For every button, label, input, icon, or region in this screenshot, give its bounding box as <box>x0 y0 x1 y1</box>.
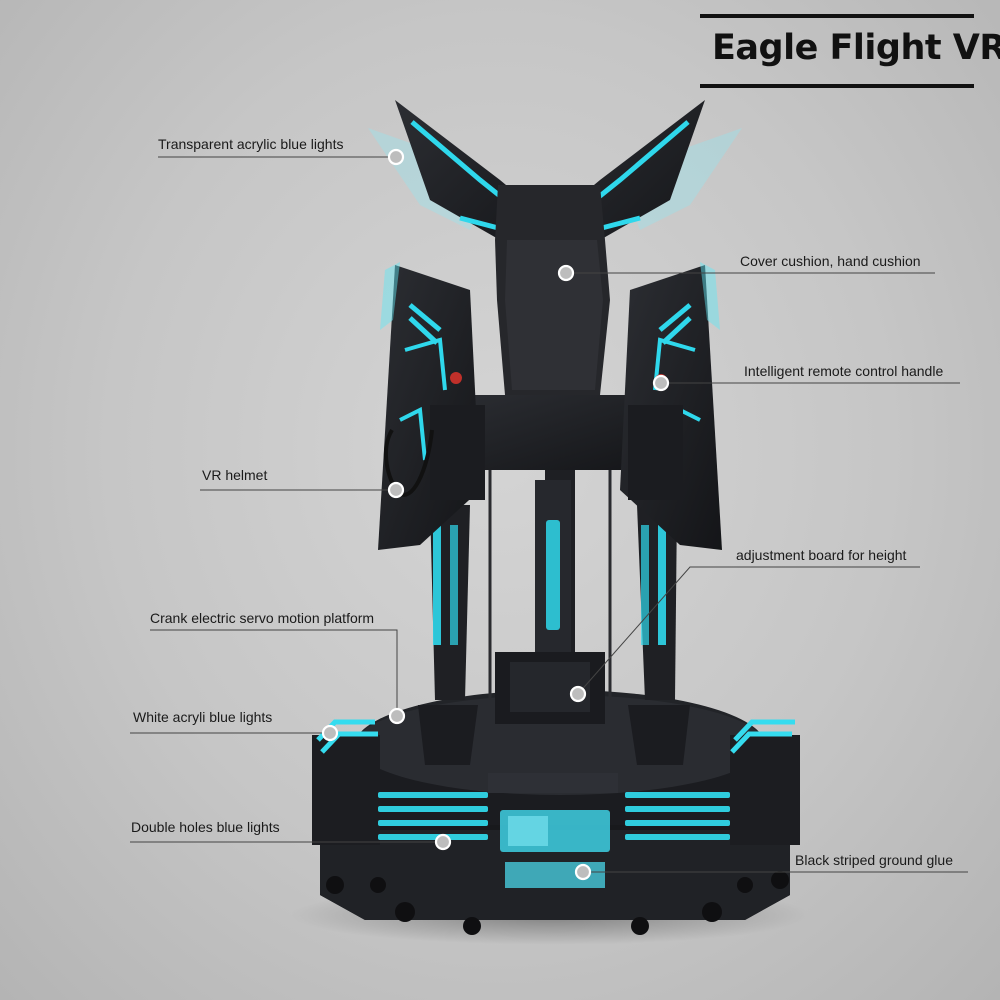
back-cushion <box>495 185 610 395</box>
title-rule-top <box>700 14 974 18</box>
dot-height-board <box>569 685 587 703</box>
label-height-board: adjustment board for height <box>736 547 907 563</box>
dot-cover-cushion <box>557 264 575 282</box>
led-ring-lights <box>378 792 730 840</box>
dot-acrylic-lights <box>387 148 405 166</box>
title-block: Eagle Flight VR <box>700 14 1000 90</box>
dot-remote-handle <box>652 374 670 392</box>
base-platform <box>312 690 800 935</box>
label-servo-platform: Crank electric servo motion platform <box>150 610 375 626</box>
left-handle-knob <box>450 372 462 384</box>
left-arm-panel <box>378 262 485 550</box>
title-rule-bottom <box>700 84 974 88</box>
label-ground-glue: Black striped ground glue <box>795 852 953 868</box>
dot-double-holes <box>434 833 452 851</box>
dot-servo-platform <box>388 707 406 725</box>
callout-dots <box>321 148 670 881</box>
left-leg <box>418 505 478 765</box>
label-white-acryli: White acryli blue lights <box>133 709 273 725</box>
dot-vr-helmet <box>387 481 405 499</box>
page-title: Eagle Flight VR <box>712 28 1000 68</box>
right-arm-panel <box>620 262 722 550</box>
central-column <box>488 440 612 724</box>
label-remote-handle: Intelligent remote control handle <box>744 363 944 379</box>
dot-ground-glue <box>574 863 592 881</box>
dot-white-acryli <box>321 724 339 742</box>
label-vr-helmet: VR helmet <box>202 467 268 483</box>
label-cover-cushion: Cover cushion, hand cushion <box>740 253 921 269</box>
right-leg <box>628 505 690 765</box>
label-double-holes: Double holes blue lights <box>131 819 280 835</box>
label-acrylic-lights: Transparent acrylic blue lights <box>158 136 344 152</box>
